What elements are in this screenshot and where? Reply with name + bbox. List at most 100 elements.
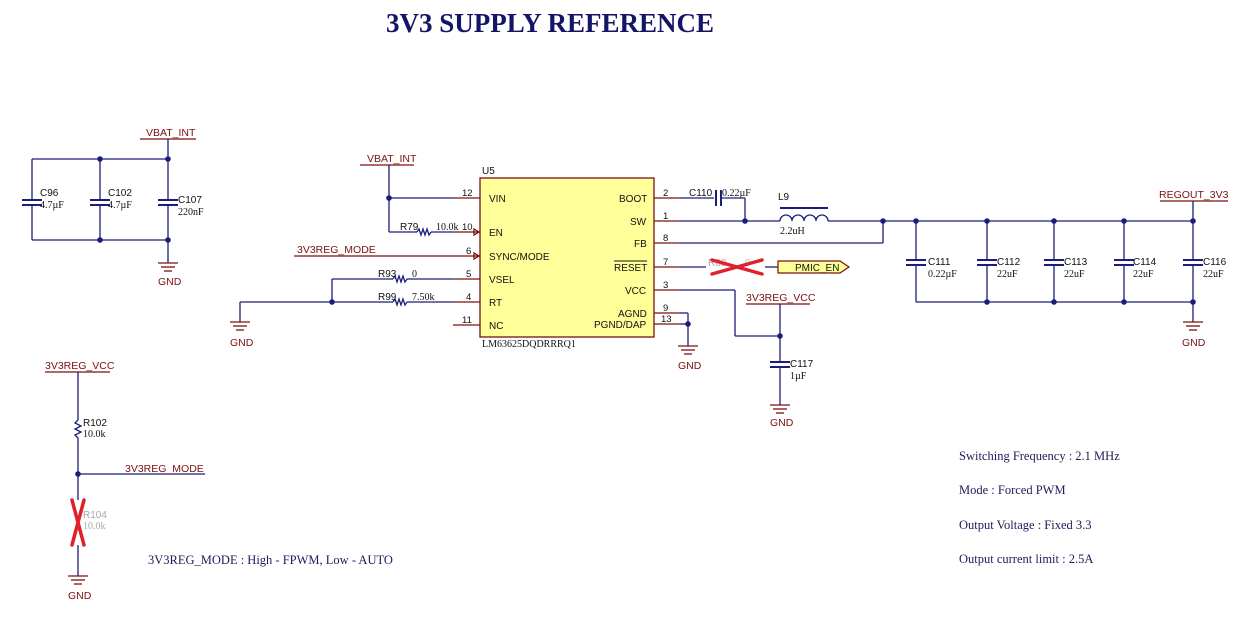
net-label-3v3reg-mode: 3V3REG_MODE [297,244,376,256]
svg-text:NC: NC [489,321,503,332]
svg-text:GND: GND [158,276,182,288]
svg-text:R93: R93 [378,269,397,280]
svg-text:GND: GND [678,360,702,372]
output-capacitor-group: REGOUT_3V3 C111 0.22µF C112 22uF [906,189,1229,349]
svg-text:C112: C112 [997,257,1021,268]
svg-text:0: 0 [412,269,417,280]
svg-text:7: 7 [663,257,668,268]
svg-text:10.0k: 10.0k [83,521,106,532]
svg-text:3: 3 [663,280,668,291]
svg-text:SW: SW [630,217,647,228]
ground-symbol: GND [68,575,92,602]
svg-text:5: 5 [466,269,471,280]
component-value: 4.7µF [108,200,132,211]
svg-text:GND: GND [770,417,794,429]
pin-sw: 1 SW [630,211,680,228]
svg-text:0.22µF: 0.22µF [722,188,751,199]
svg-text:EN: EN [489,228,503,239]
svg-text:BOOT: BOOT [619,194,647,205]
svg-text:12: 12 [462,188,473,199]
svg-text:L9: L9 [778,192,790,203]
svg-text:2.2uH: 2.2uH [780,226,805,237]
spec-output-voltage: Output Voltage : Fixed 3.3 [959,518,1092,532]
component-ref: C96 [40,188,59,199]
pin-vin: 12 VIN [453,188,506,205]
pin-en: 10 EN [453,222,503,239]
svg-text:GND: GND [230,337,254,349]
spec-mode: Mode : Forced PWM [959,483,1066,497]
capacitor-c114: C114 22uF [1114,221,1157,302]
net-label-3v3reg-vcc-left: 3V3REG_VCC [45,360,115,372]
svg-text:C111: C111 [928,257,951,268]
spec-current-limit: Output current limit : 2.5A [959,552,1093,566]
svg-text:13: 13 [661,314,672,325]
svg-text:C116: C116 [1203,257,1227,268]
svg-text:10.0k: 10.0k [83,429,106,440]
page-title: 3V3 SUPPLY REFERENCE [386,8,714,38]
capacitor-c96: C96 4.7µF [22,159,64,240]
svg-text:22uF: 22uF [1133,269,1154,280]
ic-u5: U5 LM63625DQDRRRQ1 12 VIN 10 EN 6 SYNC/M… [453,166,680,350]
pin-pgnd-dap: 13 PGND/DAP [594,314,680,331]
mode-note: 3V3REG_MODE : High - FPWM, Low - AUTO [148,553,393,567]
component-ref: C102 [108,188,132,199]
svg-text:2: 2 [663,188,668,199]
mode-divider: 3V3REG_VCC R102 10.0k 3V3REG_MODE R104 1… [45,360,205,602]
ic-input-network: VBAT_INT R79 10.0k 3V3REG_MODE R93 0 R99… [230,153,459,349]
svg-text:C110: C110 [689,188,713,199]
inductor-l9 [779,214,829,222]
svg-text:PMIC_EN: PMIC_EN [795,263,839,274]
ic-part-number: LM63625DQDRRRQ1 [482,339,576,350]
ic-output-network: C110 0.22µF L9 2.2uH R89 0 PMIC_EN 3V3RE… [678,188,1193,429]
capacitor-c112: C112 22uF [977,221,1021,302]
capacitor-c111: C111 0.22µF [906,221,957,302]
component-ref: C107 [178,195,202,206]
svg-text:1µF: 1µF [790,371,807,382]
resistor-r89-dnp: R89 0 [708,258,764,276]
svg-text:10: 10 [462,222,473,233]
ground-symbol: GND [1182,321,1206,349]
svg-text:FB: FB [634,239,647,250]
svg-text:GND: GND [68,590,92,602]
svg-text:11: 11 [462,315,472,326]
net-label-vbat-int-left: VBAT_INT [146,127,196,139]
svg-text:C117: C117 [790,359,814,370]
svg-text:22uF: 22uF [1203,269,1224,280]
svg-text:22uF: 22uF [997,269,1018,280]
ground-symbol: GND [158,240,182,288]
svg-text:GND: GND [1182,337,1206,349]
spec-switching-frequency: Switching Frequency : 2.1 MHz [959,449,1120,463]
component-value: 220nF [178,207,204,218]
svg-text:0.22µF: 0.22µF [928,269,957,280]
pin-vcc: 3 VCC [625,280,680,297]
svg-text:VCC: VCC [625,286,646,297]
ground-symbol: GND [230,302,254,349]
svg-text:6: 6 [466,246,471,257]
svg-text:RT: RT [489,298,502,309]
svg-text:8: 8 [663,233,668,244]
capacitor-c117: C117 1µF [770,359,814,405]
svg-text:VIN: VIN [489,194,506,205]
svg-text:PGND/DAP: PGND/DAP [594,320,647,331]
svg-text:R79: R79 [400,222,419,233]
pin-rt: 4 RT [453,292,502,309]
svg-text:22uF: 22uF [1064,269,1085,280]
pin-fb: 8 FB [634,233,680,250]
resistor-r102 [73,419,83,439]
svg-text:R102: R102 [83,418,107,429]
capacitor-c107: C107 220nF [158,159,204,240]
svg-text:C113: C113 [1064,257,1088,268]
net-label-regout-3v3: REGOUT_3V3 [1159,189,1229,201]
ic-ref: U5 [482,166,495,177]
resistor-r104-dnp: R104 10.0k [70,498,107,547]
svg-text:4: 4 [466,292,471,303]
net-label-3v3reg-vcc: 3V3REG_VCC [746,292,816,304]
capacitor-c102: C102 4.7µF [90,159,132,240]
pin-sync-mode: 6 SYNC/MODE [453,246,550,263]
svg-text:1: 1 [663,211,668,222]
svg-text:SYNC/MODE: SYNC/MODE [489,252,550,263]
net-label-vbat-int-mid: VBAT_INT [367,153,417,165]
pin-vsel: 5 VSEL [453,269,515,286]
resistor-r99 [392,296,408,308]
